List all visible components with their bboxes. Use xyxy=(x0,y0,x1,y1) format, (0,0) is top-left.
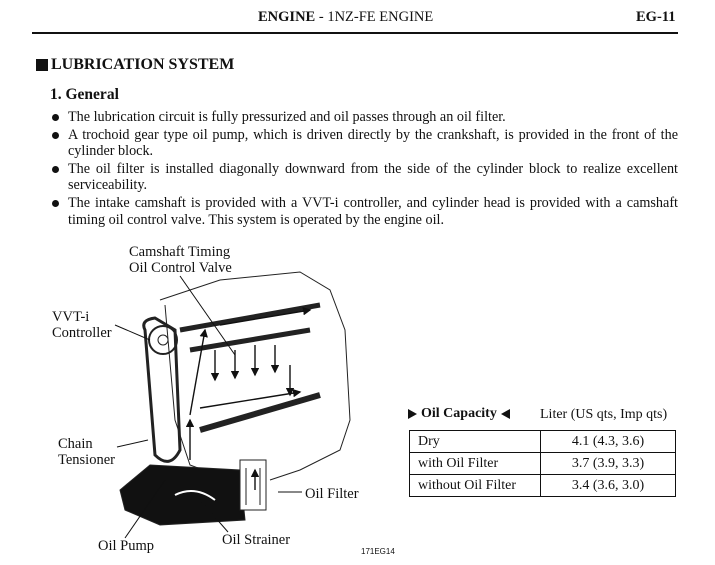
triangle-right-icon xyxy=(408,409,417,419)
header-section: ENGINE xyxy=(258,9,316,25)
bullet-icon xyxy=(52,131,59,139)
table-row: with Oil Filter 3.7 (3.9, 3.3) xyxy=(409,452,676,475)
label-vvti: VVT-i xyxy=(52,309,90,325)
triangle-left-icon xyxy=(500,409,510,419)
bullet-text: The lubrication circuit is fully pressur… xyxy=(68,109,506,125)
intake-camshaft xyxy=(179,302,321,333)
bullet-icon xyxy=(52,114,59,121)
bullet-list: The lubrication circuit is fully pressur… xyxy=(50,109,678,229)
label-oil-pump: Oil Pump xyxy=(98,538,154,554)
bullet-icon xyxy=(52,199,59,207)
leader-lines xyxy=(114,275,302,539)
label-controller: Controller xyxy=(52,325,112,341)
oil-filter-body xyxy=(239,459,267,511)
vvti-sprocket xyxy=(148,325,178,355)
capacity-condition: with Oil Filter xyxy=(409,452,541,475)
vvti-hub xyxy=(157,334,169,346)
header-rule xyxy=(32,32,678,34)
page-number: EG-11 xyxy=(636,9,676,25)
section-square-icon xyxy=(36,59,48,71)
capacity-condition: Dry xyxy=(409,430,541,453)
label-oil-filter: Oil Filter xyxy=(305,486,359,502)
oil-flow-arrows xyxy=(185,307,312,490)
label-oil-strainer: Oil Strainer xyxy=(222,532,291,548)
table-row: without Oil Filter 3.4 (3.6, 3.0) xyxy=(409,474,676,497)
capacity-condition: without Oil Filter xyxy=(409,474,541,497)
label-chain: Chain xyxy=(58,436,93,452)
bullet-text: The intake camshaft is provided with a V… xyxy=(68,194,678,228)
section-title-text: LUBRICATION SYSTEM xyxy=(51,56,235,73)
bullet-item: The oil filter is installed diagonally d… xyxy=(50,161,678,194)
figure-code: 171EG14 xyxy=(361,547,395,556)
header-title: ENGINE - 1NZ-FE ENGINE xyxy=(258,9,433,26)
label-camshaft-timing: Camshaft Timing xyxy=(129,244,231,260)
label-oil-control-valve: Oil Control Valve xyxy=(129,260,232,276)
capacity-value: 4.1 (4.3, 3.6) xyxy=(540,430,676,453)
bullet-item: The intake camshaft is provided with a V… xyxy=(50,195,678,228)
oil-capacity-title-text: Oil Capacity xyxy=(421,406,497,421)
subsection-title: 1. General xyxy=(50,86,119,103)
bullet-item: A trochoid gear type oil pump, which is … xyxy=(50,127,678,160)
oil-capacity-title: Oil Capacity xyxy=(408,406,510,422)
oil-strainer-shape xyxy=(174,490,216,501)
engine-block-outline xyxy=(159,271,351,481)
bullet-text: A trochoid gear type oil pump, which is … xyxy=(68,126,678,160)
capacity-value: 3.7 (3.9, 3.3) xyxy=(540,452,676,475)
table-row: Dry 4.1 (4.3, 3.6) xyxy=(409,430,676,453)
capacity-value: 3.4 (3.6, 3.0) xyxy=(540,474,676,497)
exhaust-camshaft xyxy=(189,327,311,353)
section-title: LUBRICATION SYSTEM xyxy=(36,56,234,74)
oil-capacity-table: Dry 4.1 (4.3, 3.6) with Oil Filter 3.7 (… xyxy=(409,430,676,497)
header-subsection: 1NZ-FE ENGINE xyxy=(327,9,434,25)
oil-pan xyxy=(119,464,246,526)
oil-capacity-unit: Liter (US qts, Imp qts) xyxy=(540,407,668,422)
header-separator: - xyxy=(318,9,324,25)
bullet-item: The lubrication circuit is fully pressur… xyxy=(50,109,678,126)
bullet-text: The oil filter is installed diagonally d… xyxy=(68,160,678,194)
timing-chain xyxy=(142,316,182,463)
bullet-icon xyxy=(52,165,59,173)
crankshaft xyxy=(199,392,321,433)
label-tensioner: Tensioner xyxy=(58,452,115,468)
